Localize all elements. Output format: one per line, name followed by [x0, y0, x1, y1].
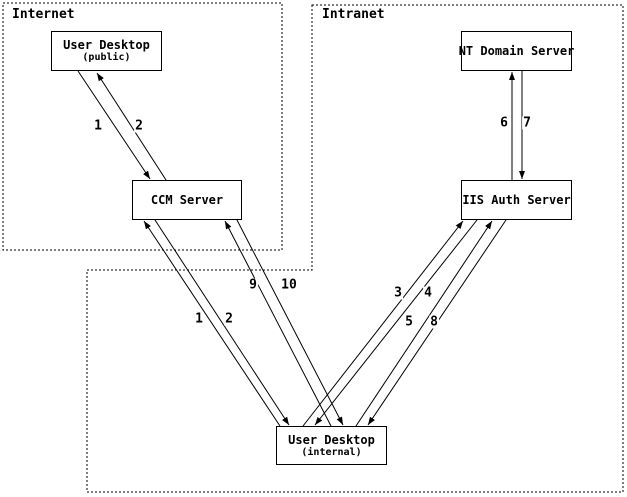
arrow-1-internal-to-ccm	[143, 220, 281, 427]
arrow-label-8: 8	[429, 314, 439, 330]
node-user-desktop-internal: User Desktop (internal)	[276, 426, 387, 465]
arrow-label-3: 3	[393, 285, 403, 301]
arrow-3-internal-to-iis	[302, 220, 464, 427]
arrow-label-5: 5	[404, 314, 414, 330]
arrow-label-2-internal: 2	[224, 311, 234, 327]
intranet-region-outline	[86, 4, 624, 493]
node-user-desktop-public: User Desktop (public)	[51, 31, 162, 71]
arrow-2-ccm-to-internal	[154, 219, 290, 426]
arrow-label-9: 9	[248, 277, 258, 293]
node-ccm-server: CCM Server	[132, 180, 242, 220]
arrow-label-1-public: 1	[93, 118, 103, 134]
arrow-label-2-public: 2	[134, 118, 144, 134]
node-title: CCM Server	[150, 192, 224, 207]
arrow-10-ccm-to-internal	[236, 219, 344, 426]
arrow-label-1-internal: 1	[194, 311, 204, 327]
node-nt-domain-server: NT Domain Server	[458, 31, 575, 71]
arrow-4-iis-to-internal	[314, 219, 478, 426]
arrow-label-6: 6	[499, 115, 509, 131]
node-subtitle: (internal)	[301, 446, 362, 458]
arrow-label-7: 7	[522, 115, 532, 131]
arrow-5-internal-to-iis	[355, 220, 493, 427]
node-subtitle: (public)	[82, 52, 131, 63]
node-title: IIS Auth Server	[462, 192, 571, 207]
node-title: User Desktop	[63, 38, 150, 52]
internet-region-outline	[2, 2, 283, 251]
arrow-label-4: 4	[423, 285, 433, 301]
node-iis-auth-server: IIS Auth Server	[461, 180, 572, 220]
intranet-region-label: Intranet	[322, 7, 385, 22]
node-title: NT Domain Server	[458, 43, 575, 58]
arrow-2-ccm-to-public	[96, 72, 167, 181]
arrow-9-internal-to-ccm	[224, 220, 332, 427]
node-title: User Desktop	[288, 432, 375, 447]
arrow-label-10: 10	[280, 277, 298, 293]
internet-region-label: Internet	[12, 7, 75, 22]
arrow-1-public-to-ccm	[77, 70, 151, 180]
